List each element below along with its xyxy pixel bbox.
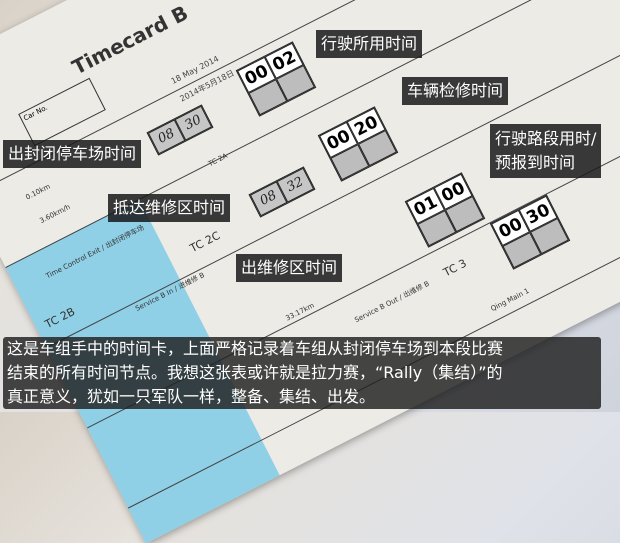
annotation-line: 预报到时间 [495,153,576,172]
caption-line: 结束的所有时间节点。我想这张表或许就是拉力赛，“Rally（集结）”的 [7,363,503,382]
caption-box: 这是车组手中的时间卡，上面严格记录着车组从封闭停车场到本段比赛 结束的所有时间节… [3,337,601,409]
annotation-arrive-service: 抵达维修区时间 [108,194,231,222]
yellow-strip [533,0,620,226]
annotation-line: 行驶路段用时/ [495,129,597,148]
annotation-driving-time: 行驶所用时间 [316,30,423,58]
annotation-exit-service: 出维修区时间 [236,254,343,282]
caption-line: 真正意义，犹如一只军队一样，整备、集结、出发。 [7,387,376,406]
annotation-exit-parc-ferme: 出封闭停车场时间 [3,140,142,168]
caption-line: 这是车组手中的时间卡，上面严格记录着车组从封闭停车场到本段比赛 [7,339,504,358]
annotation-service-time: 车辆检修时间 [402,77,509,105]
annotation-stage-time: 行驶路段用时/预报到时间 [490,124,602,178]
